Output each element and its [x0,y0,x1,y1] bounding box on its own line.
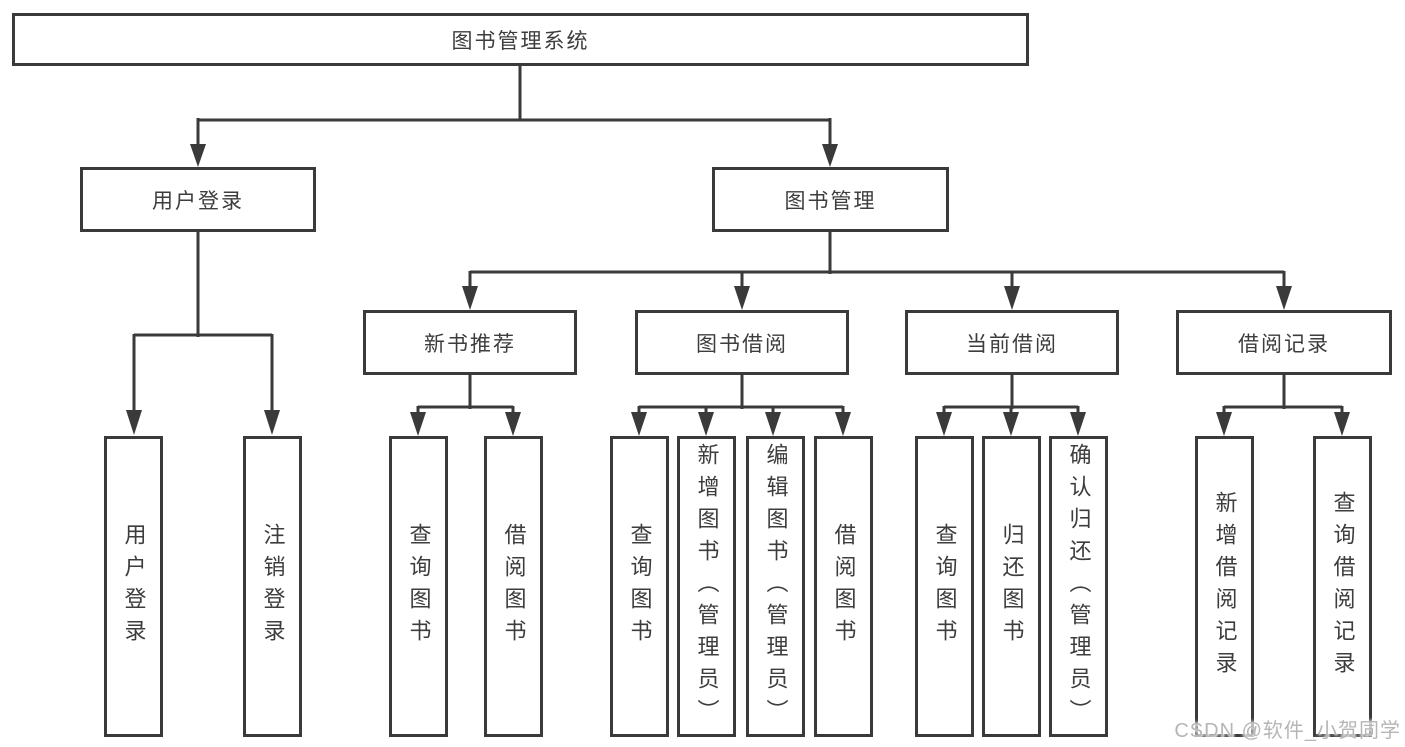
node-library-system: 图书管理系统 [12,13,1029,66]
node-label: 借阅图书 [501,522,527,651]
leaf-confirm-return-admin: 确认归还（管理员） [1049,436,1108,737]
node-user-login: 用户登录 [80,167,316,232]
arrowhead-icon [835,412,851,436]
node-label: 编辑图书（管理员） [763,442,789,731]
node-label: 确认归还（管理员） [1066,442,1092,731]
node-label: 查询借阅记录 [1330,490,1356,683]
leaf-user-login: 用户登录 [104,436,163,737]
leaf-return-books: 归还图书 [982,436,1041,737]
node-label: 注销登录 [260,522,286,651]
leaf-add-books-admin: 新增图书（管理员） [677,436,736,737]
node-book-management: 图书管理 [712,167,949,232]
arrowhead-icon [505,412,521,436]
leaf-query-books-recommend: 查询图书 [389,436,448,737]
node-label: 查询图书 [406,522,432,651]
node-label: 新书推荐 [424,332,516,356]
arrowhead-icon [1334,412,1350,436]
leaf-borrow-books-borrow: 借阅图书 [814,436,873,737]
node-new-book-recommend: 新书推荐 [363,310,577,375]
leaf-edit-books-admin: 编辑图书（管理员） [746,436,805,737]
node-label: 归还图书 [999,522,1025,651]
leaf-query-books-current: 查询图书 [915,436,974,737]
node-label: 图书管理 [784,189,877,213]
arrowhead-icon [126,410,142,435]
arrowhead-icon [1216,412,1232,436]
node-label: 查询图书 [932,522,958,651]
node-label: 图书借阅 [696,332,788,356]
leaf-query-books-borrow: 查询图书 [610,436,669,737]
watermark: CSDN @软件_小贺同学 [1174,720,1401,742]
arrowhead-icon [1003,412,1019,436]
node-label: 新增借阅记录 [1212,490,1238,683]
node-label: 借阅图书 [831,522,857,651]
arrowhead-icon [631,412,647,436]
arrowhead-icon [190,144,206,167]
node-label: 用户登录 [152,189,244,213]
arrowhead-icon [410,412,426,436]
arrowhead-icon [822,144,838,167]
arrowhead-icon [765,412,781,436]
node-label: 查询图书 [627,522,653,651]
arrowhead-icon [1004,286,1020,310]
leaf-add-borrow-record: 新增借阅记录 [1195,436,1254,737]
node-label: 图书管理系统 [451,29,590,53]
arrowhead-icon [1070,412,1086,436]
node-borrow-records: 借阅记录 [1176,310,1392,375]
leaf-logout-login: 注销登录 [243,436,302,737]
node-label: 当前借阅 [966,332,1058,356]
arrowhead-icon [698,412,714,436]
node-current-borrow: 当前借阅 [905,310,1119,375]
node-book-borrow: 图书借阅 [635,310,849,375]
leaf-query-borrow-record: 查询借阅记录 [1313,436,1372,737]
node-label: 借阅记录 [1238,332,1330,356]
node-label: 新增图书（管理员） [694,442,720,731]
node-label: 用户登录 [121,522,147,651]
arrowhead-icon [1276,286,1292,310]
arrowhead-icon [264,410,280,435]
arrowhead-icon [734,286,750,310]
arrowhead-icon [936,412,952,436]
leaf-borrow-books-recommend: 借阅图书 [484,436,543,737]
arrowhead-icon [462,286,478,310]
